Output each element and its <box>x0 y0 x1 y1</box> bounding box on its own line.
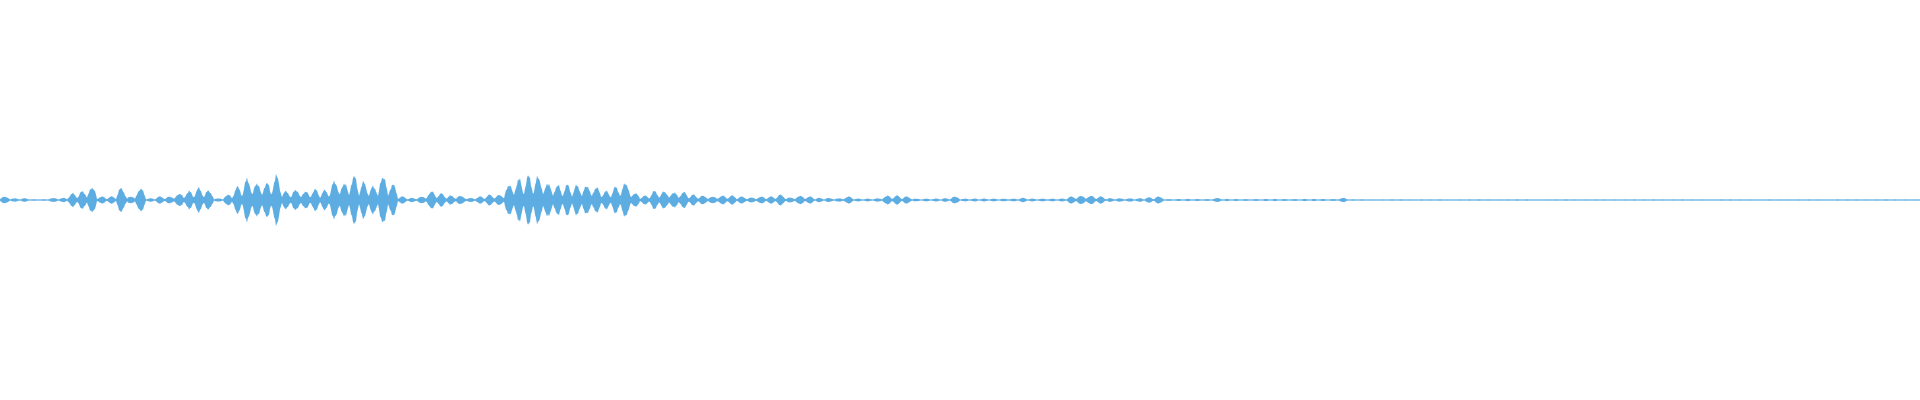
waveform-shape <box>0 173 1920 227</box>
